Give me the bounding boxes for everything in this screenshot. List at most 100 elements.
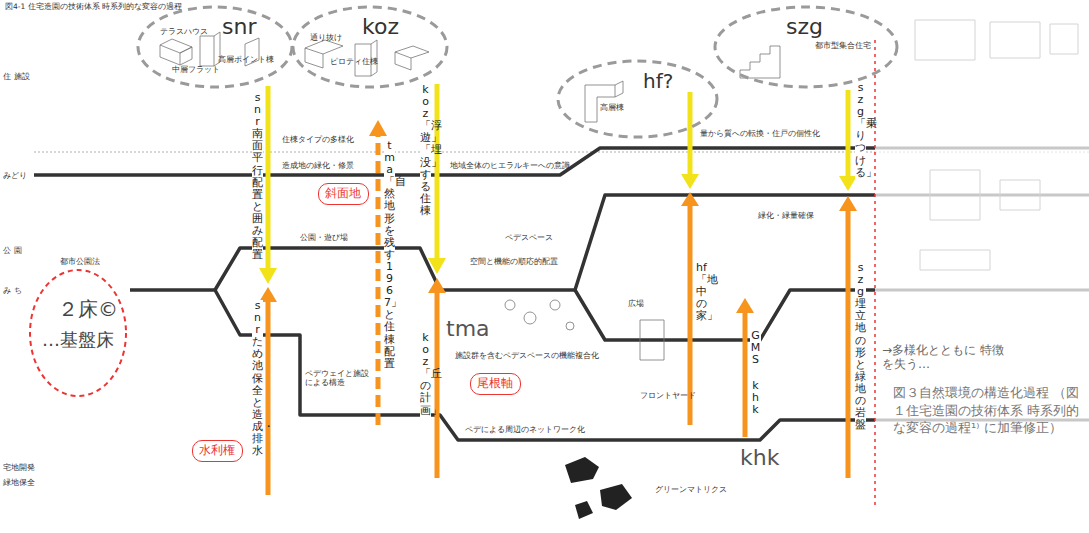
callout-text: 水利権 — [199, 443, 236, 457]
node-text: snr — [222, 14, 256, 39]
callout-box: 水利権 — [192, 440, 243, 462]
flow-band — [130, 290, 875, 440]
row-label: 宅地開発 — [3, 463, 35, 472]
small-label: ペデによる周辺のネットワーク化 — [465, 426, 585, 435]
focus-ellipse: ２床© …基盤床 — [28, 268, 128, 398]
group-ellipse: koz — [290, 4, 450, 90]
arrowhead — [259, 268, 277, 284]
vertical-annotation: hf「地中の家」 — [696, 262, 707, 322]
row-label: み ち — [3, 286, 22, 295]
node-text: koz — [362, 14, 399, 39]
small-label: 空間と機能の順応的配置 — [470, 258, 558, 267]
small-label: 施設群を含むペデスペースの機能複合化 — [455, 352, 599, 361]
map-blob — [600, 484, 632, 510]
small-label: 中層フラット — [172, 66, 220, 75]
period-divider — [874, 40, 876, 505]
vertical-annotation: szg 埋立地の形と緑地の岩盤 — [855, 262, 866, 431]
vertical-annotation: tma「自然地形を残す1967」と住棟配置 — [384, 140, 395, 370]
building-sketch — [585, 81, 623, 122]
bubble — [550, 300, 560, 310]
orange-arrow-shaft — [376, 135, 381, 425]
flow-band — [215, 195, 875, 290]
vertical-annotation: szg「乗りつける」 — [855, 82, 866, 179]
yellow-arrow-shaft — [846, 90, 851, 178]
row-label: 公 園 — [3, 246, 22, 255]
building-sketch — [395, 46, 429, 70]
node-text: …基盤床 — [42, 330, 114, 351]
callout-box: 尾根軸 — [470, 373, 521, 395]
small-label: 公園・遊び場 — [300, 234, 348, 243]
row-label: 住 施設 — [3, 72, 30, 81]
bubble — [524, 312, 536, 324]
bubble — [566, 322, 574, 330]
ellipse-outline — [138, 7, 292, 87]
orange-arrow-shaft — [266, 300, 271, 495]
small-label: ペデウェイと施設による構造 — [305, 370, 375, 387]
group-ellipse: szg — [712, 4, 900, 90]
arrowhead — [428, 258, 446, 274]
group-ellipse: snr — [135, 4, 295, 90]
arrowhead — [681, 192, 699, 206]
building-sketch — [200, 32, 220, 66]
row-label: みどり — [3, 171, 27, 180]
faded-sketch — [915, 20, 1078, 60]
ellipse-outline — [135, 4, 295, 90]
row-label: 緑地保全 — [3, 478, 35, 487]
row-separator — [875, 152, 1089, 153]
ellipse-outline — [715, 7, 897, 87]
orange-arrow-shaft — [846, 210, 851, 478]
ellipse-outline — [555, 58, 720, 140]
stair-sketch — [740, 46, 780, 78]
row-separator — [34, 152, 875, 153]
vertical-annotation: koz「丘の計画」 — [420, 332, 431, 417]
arrowhead — [839, 196, 857, 211]
small-label: 通り抜け — [310, 34, 342, 43]
faded-band — [875, 148, 1089, 420]
flow-band — [575, 290, 875, 340]
ellipse-outline — [558, 61, 717, 137]
small-label: 量から質への転換・住戸の個性化 — [700, 130, 820, 139]
small-label: ペデスペース — [505, 234, 553, 243]
vertical-annotation: koz「浮遊」「埋没」する住棟 — [420, 84, 431, 217]
building-sketch — [160, 39, 192, 65]
small-label: 広場 — [628, 300, 644, 309]
small-label: テラスハウス — [160, 28, 208, 37]
building-sketch — [640, 320, 664, 360]
group-ellipse: hf? — [555, 58, 720, 140]
code-label: khk — [740, 445, 779, 470]
small-label: 都市型集合住宅 — [815, 42, 871, 51]
callout-text: 尾根軸 — [477, 376, 514, 390]
vertical-annotation: snr ため池保全と造成・排水 — [252, 300, 263, 457]
figure-heading: 図4-1 住宅造園の技術体系 時系列的な変容の過程 — [5, 3, 182, 12]
orange-arrow-shaft — [743, 312, 748, 437]
vertical-annotation: GMS — [750, 330, 761, 366]
yellow-arrow-shaft — [688, 92, 693, 176]
small-label: 都市公園法 — [60, 258, 100, 267]
callout-text: 斜面地 — [325, 186, 362, 200]
yellow-arrow-shaft — [435, 84, 440, 260]
arrowhead — [428, 278, 446, 293]
code-label: tma — [446, 316, 490, 341]
arrowhead — [681, 174, 699, 189]
node-text: ２床© — [58, 298, 118, 321]
vertical-annotation: snr 南面平行配置と囲み配置 — [252, 92, 263, 261]
vertical-annotation: khk — [750, 380, 761, 416]
map-blob — [565, 457, 599, 483]
note-text: →多様化とともに 特徴を失う… — [882, 344, 1004, 372]
small-label: 住棟タイプの多様化 — [282, 136, 354, 145]
node-text: szg — [786, 14, 823, 39]
ellipse-outline — [293, 7, 447, 87]
small-label: 地域全体のヒエラルキーへの意識 — [450, 162, 570, 171]
callout-box: 斜面地 — [318, 183, 369, 205]
small-label: フロントヤード — [640, 392, 696, 401]
small-label: グリーンマトリクス — [655, 486, 727, 495]
arrowhead — [736, 298, 754, 313]
yellow-arrow-shaft — [266, 86, 271, 270]
ellipse-outline — [30, 270, 126, 396]
figure-caption: 図３自然環境の構造化過程 （図１住宅造園の技術体系 時系列的な変容の過程¹⁾ に… — [893, 384, 1083, 437]
small-label: 高層ポイント棟 — [218, 56, 274, 65]
bubble — [505, 300, 515, 310]
small-label: 造成地の緑化・修景 — [282, 162, 354, 171]
small-label: 緑化・緑量確保 — [758, 212, 814, 221]
